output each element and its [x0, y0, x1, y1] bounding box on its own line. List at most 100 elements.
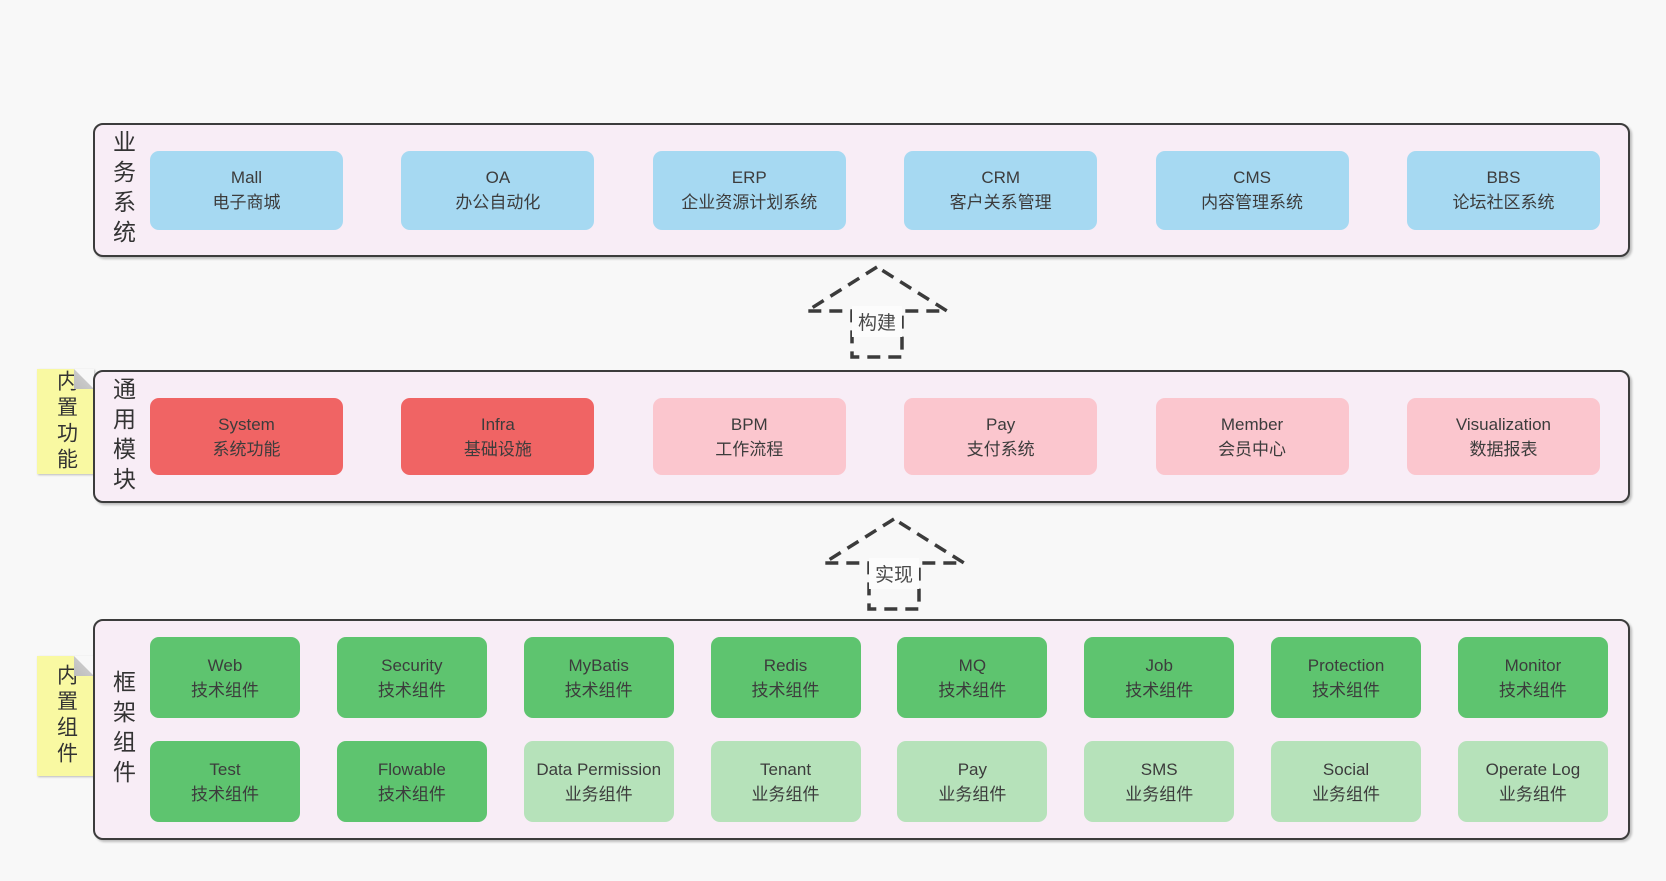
box-subtitle: 会员中心 — [1218, 439, 1287, 459]
box-title: Monitor — [1504, 655, 1562, 675]
box-subtitle: 业务组件 — [1498, 784, 1567, 804]
box-subtitle: 办公自动化 — [455, 193, 541, 212]
business-systems-panel: 业务系统 Mall 电子商城 OA 办公自动化 ERP 企业资源计划系统 CRM… — [93, 123, 1630, 257]
framework-components-row-2: Test 技术组件 Flowable 技术组件 Data Permission … — [150, 741, 1608, 822]
business-systems-side-label: 业务系统 — [109, 130, 136, 250]
box-mybatis: MyBatis 技术组件 — [523, 637, 674, 718]
box-test: Test 技术组件 — [150, 741, 300, 822]
box-bpm: BPM 工作流程 — [652, 398, 846, 475]
box-pay: Pay 支付系统 — [904, 398, 1098, 475]
box-title: Protection — [1307, 655, 1385, 675]
box-title: CRM — [981, 168, 1021, 187]
box-job: Job 技术组件 — [1084, 637, 1235, 718]
box-web: Web 技术组件 — [150, 637, 300, 718]
box-title: Redis — [763, 655, 808, 675]
box-pay-component: Pay 业务组件 — [897, 741, 1048, 822]
box-sms: SMS 业务组件 — [1084, 741, 1235, 822]
box-title: Job — [1145, 655, 1173, 675]
box-cms: CMS 内容管理系统 — [1155, 150, 1349, 230]
box-title: Flowable — [377, 759, 446, 779]
box-system: System 系统功能 — [150, 398, 343, 475]
box-member: Member 会员中心 — [1155, 398, 1349, 475]
box-title: ERP — [731, 168, 767, 187]
framework-components-row-1: Web 技术组件 Security 技术组件 MyBatis 技术组件 Redi… — [150, 637, 1608, 718]
box-subtitle: 系统功能 — [212, 439, 281, 459]
box-infra: Infra 基础设施 — [401, 398, 595, 475]
box-subtitle: 业务组件 — [938, 784, 1007, 804]
box-subtitle: 技术组件 — [191, 784, 259, 804]
box-subtitle: 业务组件 — [1125, 784, 1194, 804]
build-arrow-label: 构建 — [851, 306, 903, 337]
framework-components-box-grid: Web 技术组件 Security 技术组件 MyBatis 技术组件 Redi… — [150, 621, 1628, 838]
common-modules-side-label: 通用模块 — [109, 376, 136, 497]
box-subtitle: 数据报表 — [1469, 439, 1538, 459]
framework-components-side-label: 框架组件 — [109, 669, 136, 790]
box-title: Pay — [957, 759, 988, 779]
sticky-note-built-in-functions: 内置功能 — [37, 369, 94, 474]
box-subtitle: 技术组件 — [938, 680, 1007, 700]
box-title: Test — [209, 759, 241, 779]
box-security: Security 技术组件 — [336, 637, 487, 718]
box-title: BPM — [730, 414, 768, 434]
box-title: Mall — [230, 168, 263, 187]
up-arrow-icon — [821, 516, 967, 611]
box-title: Infra — [480, 414, 515, 434]
box-title: Pay — [986, 414, 1016, 434]
build-arrow: 构建 — [804, 264, 950, 360]
box-crm: CRM 客户关系管理 — [904, 150, 1098, 230]
box-title: MyBatis — [568, 655, 629, 675]
box-mq: MQ 技术组件 — [897, 637, 1048, 718]
box-title: System — [218, 414, 275, 434]
box-data-permission: Data Permission 业务组件 — [523, 741, 674, 822]
box-title: Operate Log — [1485, 759, 1581, 779]
box-title: Security — [381, 655, 443, 675]
box-subtitle: 技术组件 — [377, 784, 446, 804]
box-subtitle: 客户关系管理 — [949, 193, 1052, 212]
box-visualization: Visualization 数据报表 — [1406, 398, 1600, 475]
box-protection: Protection 技术组件 — [1271, 637, 1422, 718]
box-subtitle: 技术组件 — [377, 680, 446, 700]
box-subtitle: 业务组件 — [1312, 784, 1381, 804]
up-arrow-icon — [804, 264, 950, 359]
box-subtitle: 技术组件 — [1125, 680, 1194, 700]
box-title: Visualization — [1455, 414, 1552, 434]
box-oa: OA 办公自动化 — [401, 150, 595, 230]
common-modules-box-row: System 系统功能 Infra 基础设施 BPM 工作流程 Pay 支付系统… — [150, 372, 1628, 501]
box-title: OA — [485, 168, 511, 187]
box-subtitle: 内容管理系统 — [1201, 193, 1304, 212]
implement-arrow-label: 实现 — [868, 558, 920, 589]
box-title: SMS — [1140, 759, 1178, 779]
framework-components-panel: 框架组件 Web 技术组件 Security 技术组件 MyBatis 技术组件… — [93, 619, 1630, 840]
box-title: Data Permission — [536, 759, 662, 779]
box-title: BBS — [1486, 168, 1521, 187]
box-subtitle: 技术组件 — [751, 680, 820, 700]
box-title: Social — [1322, 759, 1370, 779]
box-title: CMS — [1233, 168, 1271, 187]
box-mall: Mall 电子商城 — [150, 150, 343, 230]
box-bbs: BBS 论坛社区系统 — [1406, 150, 1600, 230]
box-subtitle: 技术组件 — [191, 680, 259, 700]
box-subtitle: 技术组件 — [1312, 680, 1381, 700]
box-subtitle: 技术组件 — [564, 680, 633, 700]
box-redis: Redis 技术组件 — [710, 637, 861, 718]
box-title: Member — [1220, 414, 1284, 434]
box-operate-log: Operate Log 业务组件 — [1457, 741, 1608, 822]
box-title: Tenant — [760, 759, 812, 779]
box-subtitle: 基础设施 — [463, 439, 532, 459]
box-title: Web — [207, 655, 243, 675]
box-subtitle: 支付系统 — [966, 439, 1035, 459]
box-subtitle: 电子商城 — [212, 193, 281, 212]
box-title: MQ — [958, 655, 987, 675]
business-systems-box-row: Mall 电子商城 OA 办公自动化 ERP 企业资源计划系统 CRM 客户关系… — [150, 125, 1628, 255]
box-social: Social 业务组件 — [1271, 741, 1422, 822]
sticky-note-built-in-components: 内置组件 — [37, 656, 94, 776]
box-subtitle: 论坛社区系统 — [1452, 193, 1555, 212]
box-subtitle: 企业资源计划系统 — [681, 193, 818, 212]
box-subtitle: 工作流程 — [715, 439, 784, 459]
box-subtitle: 业务组件 — [564, 784, 633, 804]
common-modules-panel: 通用模块 System 系统功能 Infra 基础设施 BPM 工作流程 Pay… — [93, 370, 1630, 503]
implement-arrow: 实现 — [821, 516, 967, 612]
box-tenant: Tenant 业务组件 — [710, 741, 861, 822]
box-flowable: Flowable 技术组件 — [336, 741, 487, 822]
